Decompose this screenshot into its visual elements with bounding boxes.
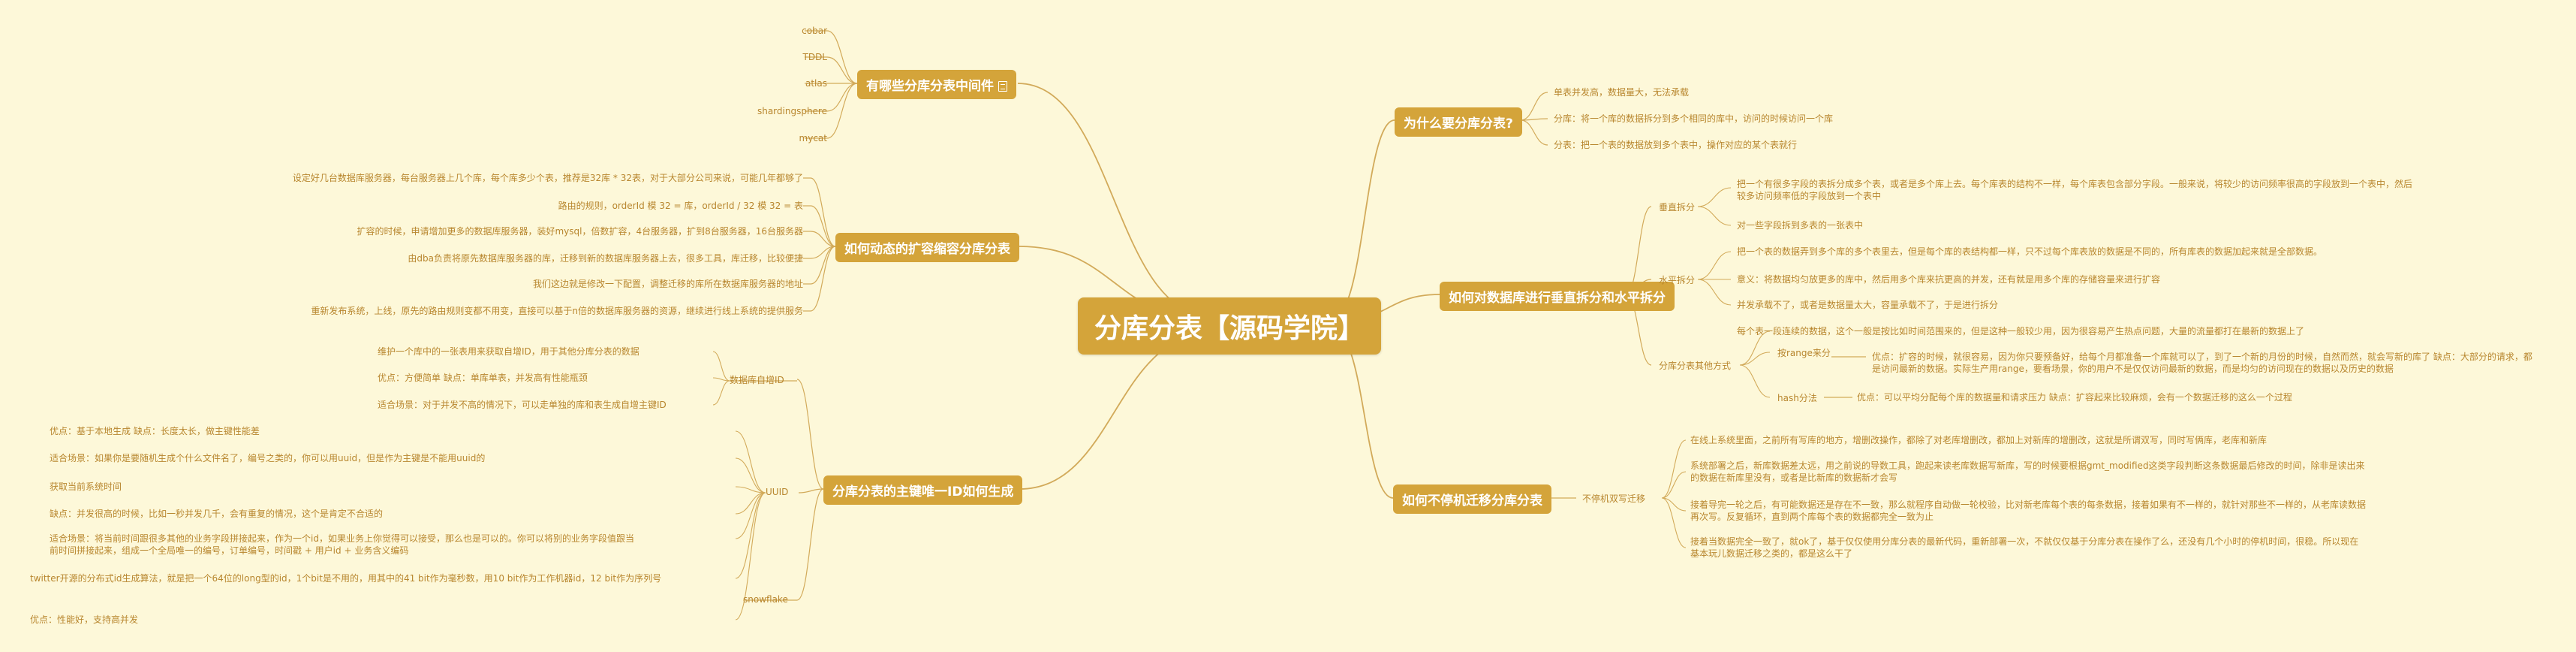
connector-line — [796, 379, 824, 490]
connector-line — [1520, 118, 1548, 121]
connector-line — [1697, 279, 1732, 306]
connector-line — [810, 177, 836, 247]
root-node[interactable]: 分库分表【源码学院】 — [1078, 297, 1382, 355]
uuid-item: 适合场景：如果你是要随机生成个什么文件名了，编号之类的，你可以用uuid，但是作… — [50, 453, 486, 463]
branch-primary-key[interactable]: 分库分表的主键唯一ID如何生成 — [823, 475, 1023, 505]
dynamic-item: 我们这边就是修改一下配置，调整迁移的库所在数据库服务器的地址 — [532, 279, 803, 289]
db-auto-item: 优点：方便简单 缺点：单库单表，并发高有性能瓶颈 — [378, 373, 588, 383]
db-auto-item: 适合场景：对于并发不高的情况下，可以走单独的库和表生成自增主键ID — [378, 400, 667, 410]
dynamic-item: 扩容的时候，申请增加更多的数据库服务器，装好mysql，倍数扩容，4台服务器，扩… — [357, 226, 803, 237]
why-item: 单表并发高，数据量大，无法承载 — [1554, 87, 1690, 98]
branch-why-sharding[interactable]: 为什么要分库分表? — [1395, 107, 1522, 137]
connector-line — [1520, 92, 1548, 121]
connector-line — [735, 492, 766, 579]
vertical-item: 对一些字段拆到多表的一张表中 — [1737, 220, 1864, 231]
horizontal-item: 意义：将数据均匀放更多的库中，然后用多个库来抗更高的并发，还有就是用多个库的存储… — [1737, 274, 2161, 285]
methods-intro: 每个表一段连续的数据，这个一般是按比如时间范围来的，但是这种一般较少用，因为很容… — [1737, 326, 2305, 337]
why-item: 分库：将一个库的数据拆分到多个相同的库中，访问的时候访问一个库 — [1554, 113, 1834, 124]
connector-line — [1739, 352, 1771, 366]
horizontal-item: 并发承载不了，或者是数据量太大，容量承载不了，于是进行拆分 — [1737, 300, 1999, 310]
sub-range-split[interactable]: 按range来分 — [1777, 348, 1831, 358]
db-auto-item: 维护一个库中的一张表用来获取自增ID，用于其他分库分表的数据 — [378, 346, 639, 357]
middleware-item: atlas — [805, 78, 827, 89]
branch-split[interactable]: 如何对数据库进行垂直拆分和水平拆分 — [1440, 282, 1675, 311]
connector-line — [1017, 83, 1211, 316]
range-desc: 优点：扩容的时候，就很容易，因为你只要预备好，给每个月都准备一个库就可以了，到了… — [1872, 352, 2532, 374]
connector-line — [1520, 119, 1548, 146]
connector-line — [735, 486, 766, 494]
connector-line — [810, 205, 836, 247]
connector-line — [735, 430, 766, 494]
connector-line — [826, 30, 858, 84]
connector-line — [1739, 364, 1771, 398]
middleware-item: shardingsphere — [757, 106, 827, 116]
connector-line — [1334, 119, 1395, 316]
connector-line — [712, 380, 730, 406]
connector-line — [1019, 334, 1211, 490]
branch-middleware[interactable]: 有哪些分库分表中间件 — [857, 70, 1016, 99]
connector-line — [712, 377, 730, 382]
uuid-item: 获取当前系统时间 — [50, 481, 122, 492]
branch-dynamic-scaling[interactable]: 如何动态的扩容缩容分库分表 — [835, 233, 1019, 262]
uuid-item: 优点：基于本地生成 缺点：长度太长，做主键性能差 — [50, 426, 260, 436]
sub-other-methods[interactable]: 分库分表其他方式 — [1659, 361, 1732, 371]
sub-horizontal-split[interactable]: 水平拆分 — [1659, 275, 1696, 285]
connector-line — [1661, 497, 1687, 512]
connector-line — [1661, 471, 1687, 499]
middleware-item: cobar — [802, 26, 827, 36]
connector-line — [826, 56, 858, 84]
connector-line — [1697, 187, 1732, 207]
connector-line — [810, 246, 836, 312]
uuid-item: twitter开源的分布式id生成算法，就是把一个64位的long型的id，1个… — [30, 573, 662, 584]
connector-line — [735, 457, 766, 494]
branch-middleware-title: 有哪些分库分表中间件 — [866, 79, 994, 94]
sub-snowflake[interactable]: snowflake — [743, 594, 788, 605]
dynamic-item: 由dba负责将原先数据库服务器的库，迁移到新的数据库服务器上去，很多工具，库迁移… — [408, 253, 803, 264]
connector-line — [1661, 439, 1687, 499]
dynamic-item: 路由的规则，orderId 模 32 = 库，orderId / 32 模 32… — [558, 201, 803, 211]
uuid-item: 缺点：并发很高的时候，比如一秒并发几千，会有重复的情况，这个是肯定不合适的 — [50, 509, 384, 519]
branch-migration[interactable]: 如何不停机迁移分库分表 — [1393, 484, 1551, 514]
sub-hash-split[interactable]: hash分法 — [1777, 393, 1817, 403]
sub-vertical-split[interactable]: 垂直拆分 — [1659, 202, 1696, 213]
connector-line — [735, 492, 766, 620]
connector-line — [1661, 497, 1687, 548]
migration-item: 接着导完一轮之后，有可能数据还是存在不一致，那么就程序自动做一轮校验，比对新老库… — [1690, 500, 2367, 522]
connector-line — [1335, 334, 1394, 499]
dynamic-item: 重新发布系统，上线，原先的路由规则变都不用变，直接可以基于n倍的数据库服务器的资… — [311, 306, 803, 316]
horizontal-item: 把一个表的数据弄到多个库的多个表里去，但是每个库的表结构都一样，只不过每个库表放… — [1737, 246, 2323, 257]
connector-line — [796, 488, 824, 601]
connector-line — [1697, 206, 1732, 226]
migration-item: 在线上系统里面，之前所有写库的地方，增删改操作，都除了对老库增删改，都加上对新库… — [1690, 435, 2268, 445]
connector-line — [735, 492, 766, 515]
sub-uuid[interactable]: UUID — [766, 487, 789, 497]
connector-line — [810, 246, 836, 285]
connector-line — [798, 488, 824, 494]
hash-desc: 优点：可以平均分配每个库的数据量和请求压力 缺点：扩容起来比较麻烦，会有一个数据… — [1857, 392, 2292, 403]
migration-item: 接着当数据完全一致了，就ok了，基于仅仅使用分库分表的最新代码，重新部署一次，不… — [1690, 536, 2359, 559]
uuid-item: 优点：性能好，支持高并发 — [30, 614, 139, 625]
middleware-item: TDDL — [802, 52, 828, 62]
vertical-item: 把一个有很多字段的表拆分成多个表，或者是多个库上去。每个库表的结构不一样，每个库… — [1737, 179, 2413, 201]
document-icon — [998, 81, 1007, 92]
connector-line — [712, 351, 730, 382]
dynamic-item: 设定好几台数据库服务器，每台服务器上几个库，每个库多少个表，推荐是32库 * 3… — [292, 173, 803, 183]
connector-line — [1739, 331, 1771, 366]
sub-db-auto-id[interactable]: 数据库自增ID — [730, 375, 784, 385]
uuid-item: 适合场景：将当前时间跟很多其他的业务字段拼接起来，作为一个id，如果业务上你觉得… — [50, 533, 634, 556]
connector-line — [810, 231, 836, 247]
why-item: 分表：把一个表的数据放到多个表中，操作对应的某个表就行 — [1554, 140, 1798, 150]
connector-line — [826, 83, 858, 112]
middleware-item: mycat — [799, 133, 827, 143]
connector-line — [1697, 251, 1732, 280]
sub-dual-write[interactable]: 不停机双写迁移 — [1582, 494, 1646, 504]
connector-line — [826, 83, 858, 139]
connector-line — [735, 492, 766, 539]
migration-item: 系统部署之后，新库数据差太远，用之前说的导数工具，跑起来读老库数据写新库，写的时… — [1690, 460, 2365, 483]
